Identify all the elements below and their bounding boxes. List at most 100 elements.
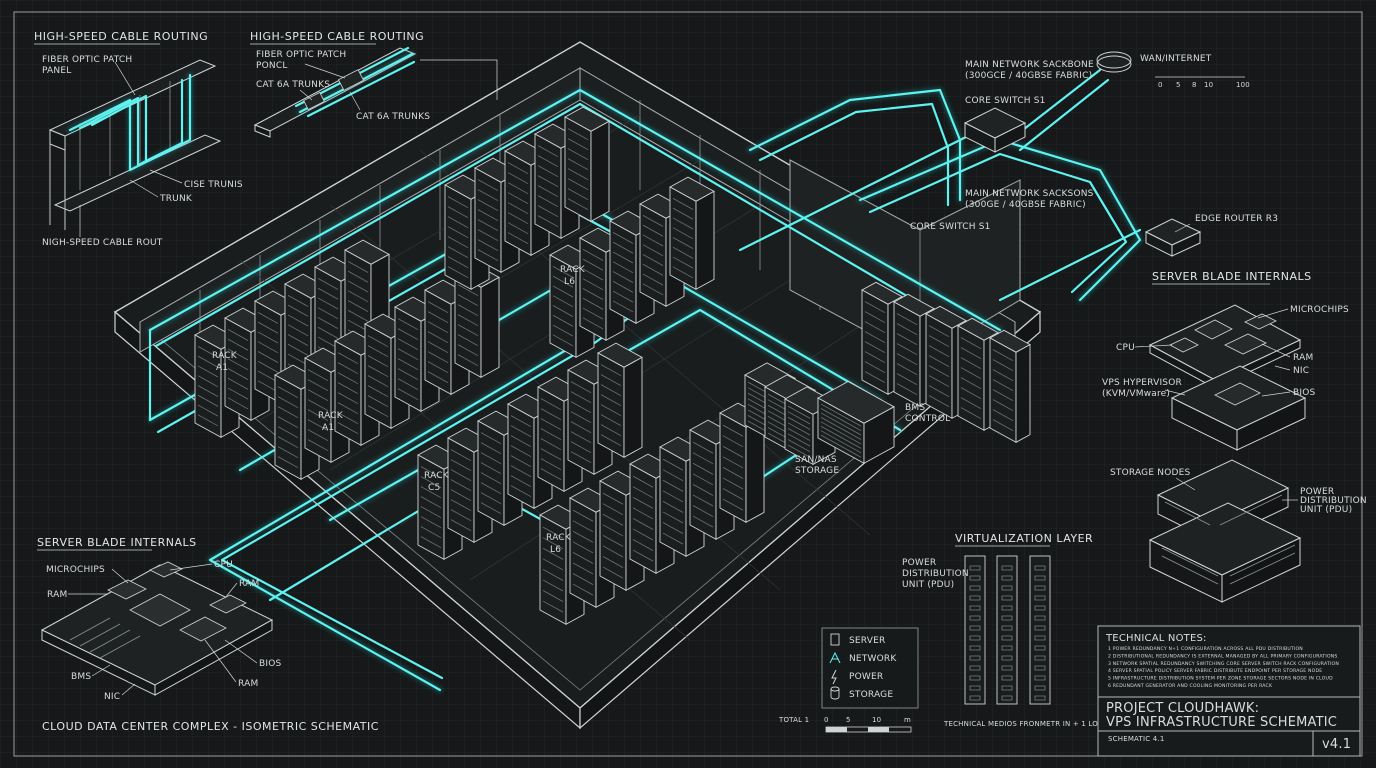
- wan-scale-tick-0: 0: [1158, 81, 1163, 89]
- rb-label-bios: BIOS: [1293, 388, 1316, 398]
- san-label-2: STORAGE: [795, 466, 839, 476]
- legend: SERVER NETWORK POWER STORAGE: [821, 627, 919, 709]
- virtualization-title: VIRTUALIZATION LAYER: [955, 532, 1093, 545]
- rack-label-4a: RACK: [424, 471, 450, 481]
- rack-unit-36: [719, 402, 765, 524]
- tech-note-line-3: 4 SERVER SPATIAL POLICY SERVER FABRIC DI…: [1108, 668, 1322, 674]
- server-rack-rows: [194, 106, 1031, 626]
- rack-label-4b: C5: [428, 483, 440, 493]
- lb-label-cpu: CPU: [214, 560, 233, 570]
- tech-note-line-0: 1 POWER REDUNDANCY N+1 CONFIGURATION ACR…: [1108, 646, 1303, 652]
- tech-note-line-1: 2 DISTRIBUTIONAL REDUNDANCY IS EXTERNAL …: [1108, 653, 1338, 659]
- core-switch-1-label: CORE SWITCH S1: [965, 96, 1046, 106]
- tm-label-cat-b: CAT 6A TRUNKS: [356, 112, 430, 122]
- tl-label-fiber-a: FIBER OPTIC PATCH: [42, 55, 132, 65]
- rb-label-hyp-a: VPS HYPERVISOR: [1102, 378, 1182, 388]
- bms-label-2: CONTROL: [905, 414, 950, 424]
- san-label-1: SAN/NAS: [795, 455, 837, 465]
- lb-label-ram-3: RAM: [238, 679, 258, 689]
- rack-unit-22: [669, 176, 715, 291]
- wan-scale-tick-2: 8: [1192, 81, 1197, 89]
- project-subtitle: VPS INFRASTRUCTURE SCHEMATIC: [1106, 715, 1337, 730]
- tm-label-cat-a: CAT 6A TRUNKS: [256, 80, 330, 90]
- network-cabinet-4: [989, 329, 1031, 444]
- rb-label-hyp-b: (KVM/VMware): [1102, 389, 1170, 399]
- cable-routing-title-mid: HIGH-SPEED CABLE ROUTING: [250, 30, 424, 43]
- rb-label-nic: NIC: [1293, 366, 1309, 376]
- storage-nodes-label: STORAGE NODES: [1110, 468, 1191, 478]
- tm-label-fiber-a: FIBER OPTIC PATCH: [256, 50, 346, 60]
- schematic-ref: SCHEMATIC 4.1: [1108, 735, 1165, 743]
- scale-left-label: TOTAL 1: [778, 716, 809, 724]
- power-icon: [831, 669, 837, 685]
- lb-label-nic: NIC: [104, 692, 120, 702]
- backbone-1-label-a: MAIN NETWORK SACKBONE: [965, 60, 1094, 70]
- version-label: v4.1: [1322, 737, 1351, 752]
- lb-label-bms: BMS: [71, 672, 91, 682]
- pdu-label-b: DISTRIBUTION: [1300, 496, 1367, 506]
- backbone-1-label-b: (300GCE / 40GBSE FABRIC): [965, 71, 1092, 81]
- backbone-2-label-a: MAIN NETWORK SACKSONS: [965, 189, 1094, 199]
- rack-label-2b: A1: [322, 423, 334, 433]
- tl-label-cise: CISE TRUNIS: [184, 180, 243, 190]
- rb-label-cpu: CPU: [1116, 343, 1135, 353]
- rack-unit-17: [564, 106, 610, 223]
- virt-pdu-a: POWER: [902, 558, 936, 568]
- lb-label-ram-2: RAM: [47, 590, 67, 600]
- tm-label-fiber-b: PONCL: [256, 61, 288, 71]
- tech-note-line-2: 3 NETWORK SPATIAL REDUNDANCY SWITCHING C…: [1108, 661, 1339, 667]
- wan-router-icon: [1096, 51, 1132, 69]
- rack-label-5a: RACK: [546, 533, 572, 543]
- rack-unit-29: [597, 342, 643, 459]
- server-blade-detail-right: SERVER BLADE INTERNALS MICROCHIPS CPU RA…: [1102, 270, 1349, 451]
- legend-label-server: SERVER: [849, 636, 885, 646]
- tl-label-route: NIGH-SPEED CABLE ROUT: [42, 238, 163, 248]
- rack-label-1b: A1: [216, 363, 228, 373]
- bms-label-1: BMS: [905, 403, 925, 413]
- scale-tick-1: 5: [846, 716, 851, 724]
- scale-unit: m: [904, 716, 911, 724]
- virt-pdu-c: UNIT (PDU): [902, 580, 954, 590]
- core-switch-2-label: CORE SWITCH S1: [910, 222, 991, 232]
- network-icon: [829, 651, 841, 664]
- pdu-label-c: UNIT (PDU): [1300, 505, 1352, 515]
- server-blade-detail-left: SERVER BLADE INTERNALS MICROCHIPS CPU RA…: [37, 536, 281, 702]
- lb-label-ram-1: RAM: [239, 579, 259, 589]
- wan-label: WAN/INTERNET: [1140, 54, 1212, 64]
- rack-label-3b: L6: [564, 277, 575, 287]
- pdu-label-a: POWER: [1300, 487, 1334, 497]
- storage-nodes-detail: STORAGE NODES POWER DISTRIBUTION UNIT (P…: [1110, 459, 1367, 603]
- backbone-2-label-b: (300GE / 40GBSE FABRIC): [965, 200, 1086, 210]
- network-cabinet-0: [861, 281, 903, 396]
- tech-notes-heading: TECHNICAL NOTES:: [1105, 633, 1207, 644]
- server-icon: [830, 633, 840, 646]
- legend-label-network: NETWORK: [849, 654, 897, 664]
- tech-note-line-5: 6 REDUNDANT GENERATOR AND COOLING MONITO…: [1108, 683, 1273, 689]
- legend-label-storage: STORAGE: [849, 690, 893, 700]
- network-section: WAN/INTERNET 0 5 8 10 100 MAIN NETWORK SACKB…: [910, 51, 1278, 257]
- rack-label-1a: RACK: [212, 351, 238, 361]
- legend-label-power: POWER: [849, 672, 883, 682]
- san-storage-unit: [817, 380, 895, 465]
- wan-scale-tick-3: 10: [1204, 81, 1213, 89]
- rb-label-microchips: MICROCHIPS: [1290, 305, 1349, 315]
- rack-label-2a: RACK: [318, 411, 344, 421]
- scale-tick-0: 0: [824, 716, 829, 724]
- rack-label-5b: L6: [550, 545, 561, 555]
- cable-routing-title-left: HIGH-SPEED CABLE ROUTING: [34, 30, 208, 43]
- scale-bar: TOTAL 1 0 5 10 m: [778, 716, 912, 733]
- wan-scale-tick-4: 100: [1236, 81, 1250, 89]
- left-blade-title: SERVER BLADE INTERNALS: [37, 536, 197, 549]
- scale-tick-2: 10: [872, 716, 881, 724]
- edge-router-label: EDGE ROUTER R3: [1195, 214, 1278, 224]
- rack-label-3a: RACK: [560, 265, 586, 275]
- cable-routing-detail-left: HIGH-SPEED CABLE ROUTING FIBER OPTIC PAT…: [34, 30, 243, 248]
- drawing-frame: [13, 11, 1363, 757]
- project-title: PROJECT CLOUDHAWK:: [1106, 701, 1259, 716]
- rb-label-ram: RAM: [1293, 353, 1313, 363]
- right-blade-title: SERVER BLADE INTERNALS: [1152, 270, 1312, 283]
- wan-scale-tick-1: 5: [1176, 81, 1181, 89]
- cable-routing-detail-mid: HIGH-SPEED CABLE ROUTING FIBER OPTIC PAT…: [250, 30, 498, 138]
- title-block: TECHNICAL NOTES: 1 POWER REDUNDANCY N+1 …: [1097, 625, 1361, 757]
- tech-note-line-4: 5 INFRASTRUCTURE DISTRIBUTION SYSTEM PER…: [1108, 676, 1333, 682]
